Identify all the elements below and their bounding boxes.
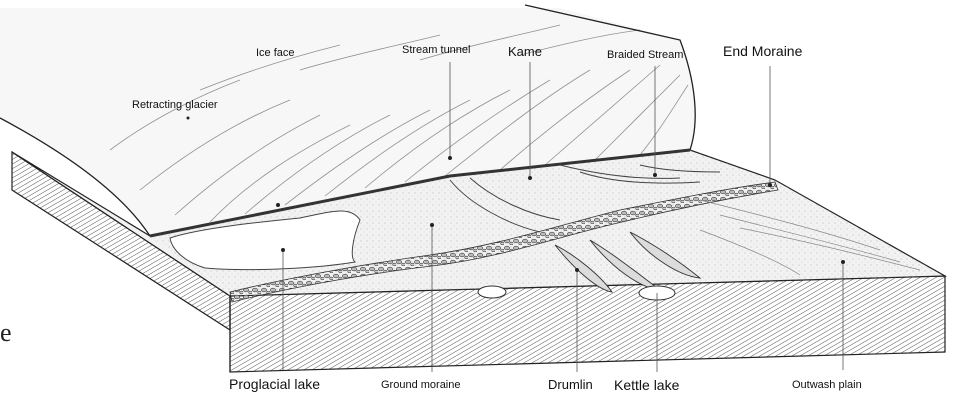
edge-glyph: e (0, 318, 12, 348)
label-retracting-glacier: Retracting glacier (132, 100, 218, 111)
label-end-moraine: End Moraine (723, 44, 802, 58)
label-ice-face: Ice face (256, 48, 295, 59)
label-stream-tunnel: Stream tunnel (402, 45, 470, 56)
label-drumlin: Drumlin (548, 378, 593, 391)
label-outwash-plain: Outwash plain (792, 380, 862, 391)
label-kettle-lake: Kettle lake (614, 378, 679, 392)
label-proglacial-lake: Proglacial lake (229, 377, 320, 391)
label-kame: Kame (508, 45, 542, 58)
label-braided-stream: Braided Stream (607, 50, 683, 61)
label-ground-moraine: Ground moraine (381, 380, 461, 391)
kettle-lake-left (478, 286, 506, 298)
